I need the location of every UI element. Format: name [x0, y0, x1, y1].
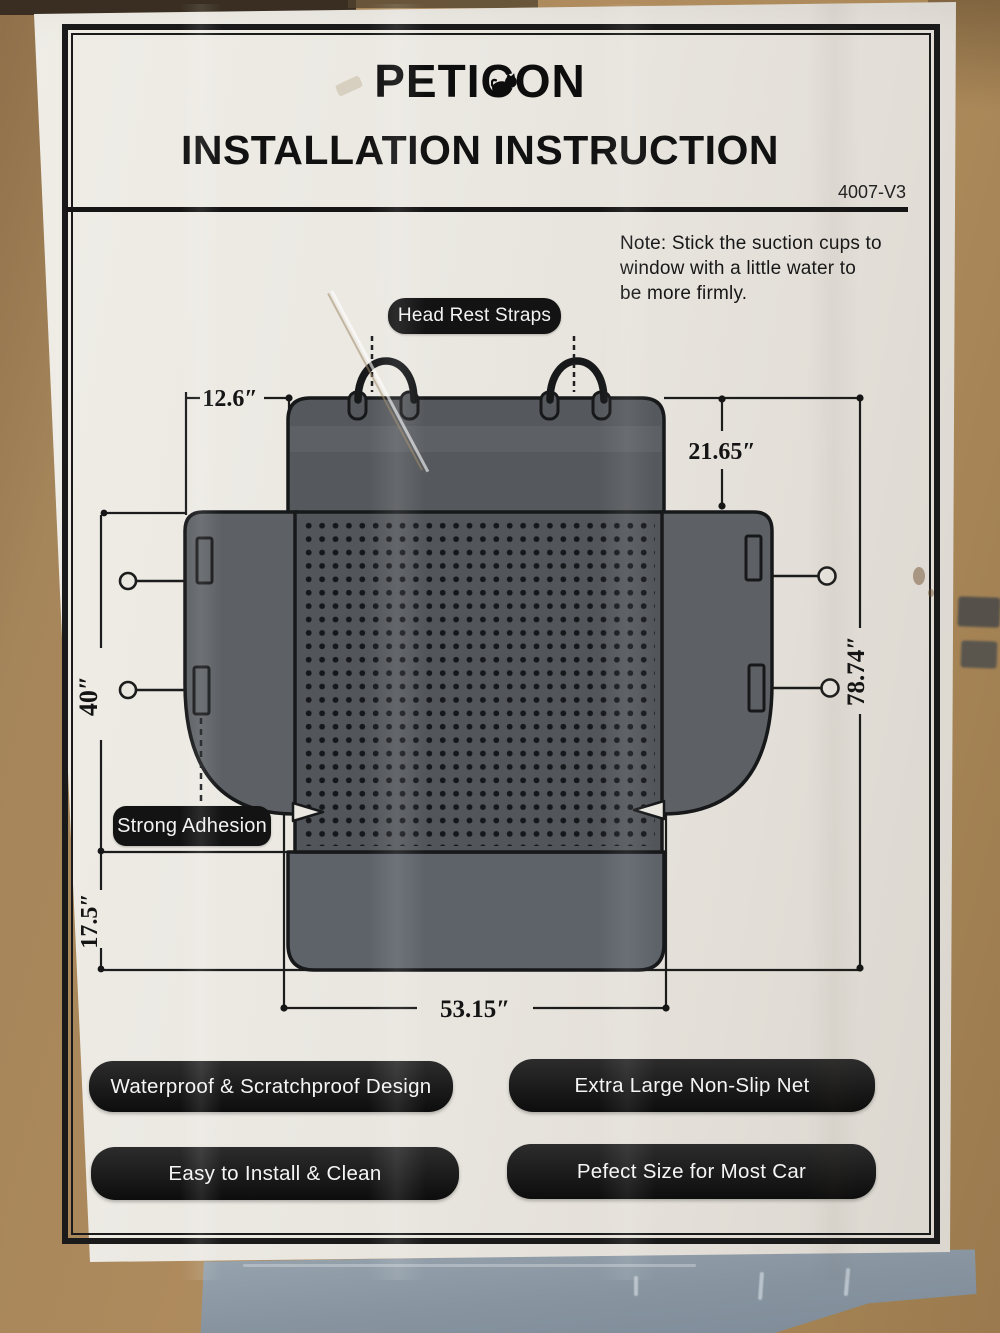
- cat-icon: [490, 73, 517, 96]
- note-line: window with a little water to: [620, 258, 857, 279]
- pouch-shine: [242, 1264, 697, 1267]
- pouch-drip: [843, 1267, 851, 1297]
- suction-note: Note: Stick the suction cups to window w…: [620, 231, 910, 306]
- callout-strong-adhesion-label: Strong Adhesion: [117, 814, 267, 837]
- callout-head-rest-straps: Head Rest Straps: [388, 298, 561, 334]
- callout-strong-adhesion: Strong Adhesion: [113, 806, 271, 846]
- cardboard-print-mark: [957, 596, 1000, 628]
- feature-badge-perfect-size: Pefect Size for Most Car: [507, 1144, 876, 1199]
- version-code: 4007-V3: [837, 182, 906, 202]
- feature-badge-label: Extra Large Non-Slip Net: [574, 1073, 810, 1097]
- pouch-drip: [758, 1271, 765, 1301]
- cardboard-print-mark: [960, 640, 998, 669]
- feature-badge-nonslip-net: Extra Large Non-Slip Net: [509, 1059, 875, 1112]
- note-line: be more firmly.: [620, 283, 748, 304]
- callout-head-rest-straps-label: Head Rest Straps: [397, 305, 552, 326]
- brand-logo-text-left: PETI: [374, 55, 481, 107]
- brand-logo-text-right: ON: [514, 55, 586, 107]
- sheet-border-frame: [62, 24, 940, 1244]
- pouch-drip: [633, 1276, 638, 1296]
- note-line: Note: Stick the suction cups to: [620, 233, 882, 254]
- stain-mark: [913, 567, 925, 585]
- header-divider: [66, 207, 908, 212]
- brand-logo-letter-c: C: [481, 54, 517, 108]
- feature-badge-label: Pefect Size for Most Car: [576, 1159, 807, 1183]
- feature-badge-waterproof: Waterproof & Scratchproof Design: [89, 1061, 453, 1112]
- feature-badge-label: Waterproof & Scratchproof Design: [110, 1074, 432, 1098]
- stain-mark: [928, 589, 934, 597]
- feature-badge-label: Easy to Install & Clean: [168, 1161, 382, 1185]
- page-title: INSTALLATION INSTRUCTION: [180, 127, 780, 173]
- feature-badge-easy-install: Easy to Install & Clean: [91, 1147, 459, 1200]
- box-gap-shadow-thin: [348, 0, 538, 8]
